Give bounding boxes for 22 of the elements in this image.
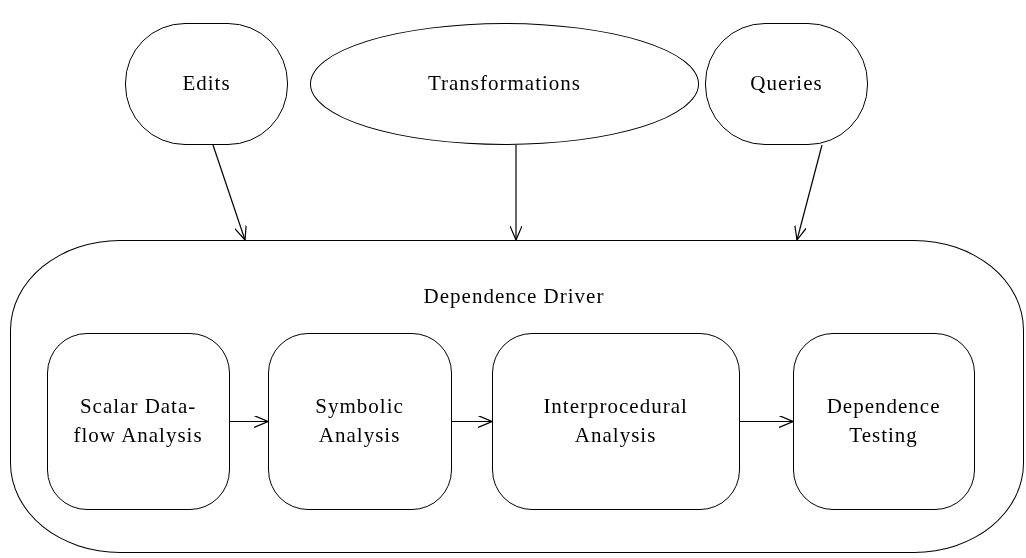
arrow: [451, 414, 493, 429]
node-label: Edits: [182, 70, 231, 98]
arrow: [229, 414, 269, 429]
node-label: Queries: [750, 70, 823, 98]
node-label: Transformations: [427, 70, 582, 98]
container-title: Dependence Driver: [422, 283, 606, 310]
arrow: [509, 144, 523, 241]
input-box: [705, 23, 868, 145]
node-label: Scalar Data-flow Analysis: [72, 392, 204, 450]
node-label: Symbolic Analysis: [314, 392, 405, 450]
process-box: [792, 332, 975, 510]
input-box: [125, 23, 288, 145]
node-label: Dependence Testing: [825, 392, 942, 450]
process-box: [46, 332, 230, 510]
process-box: [267, 332, 452, 510]
arrow: [212, 144, 247, 241]
arrow: [739, 414, 794, 429]
container-box: [10, 240, 1024, 553]
arrow: [794, 144, 823, 241]
input-box: [310, 23, 699, 145]
process-box: [491, 332, 740, 510]
node-label: Interprocedural Analysis: [542, 392, 689, 450]
